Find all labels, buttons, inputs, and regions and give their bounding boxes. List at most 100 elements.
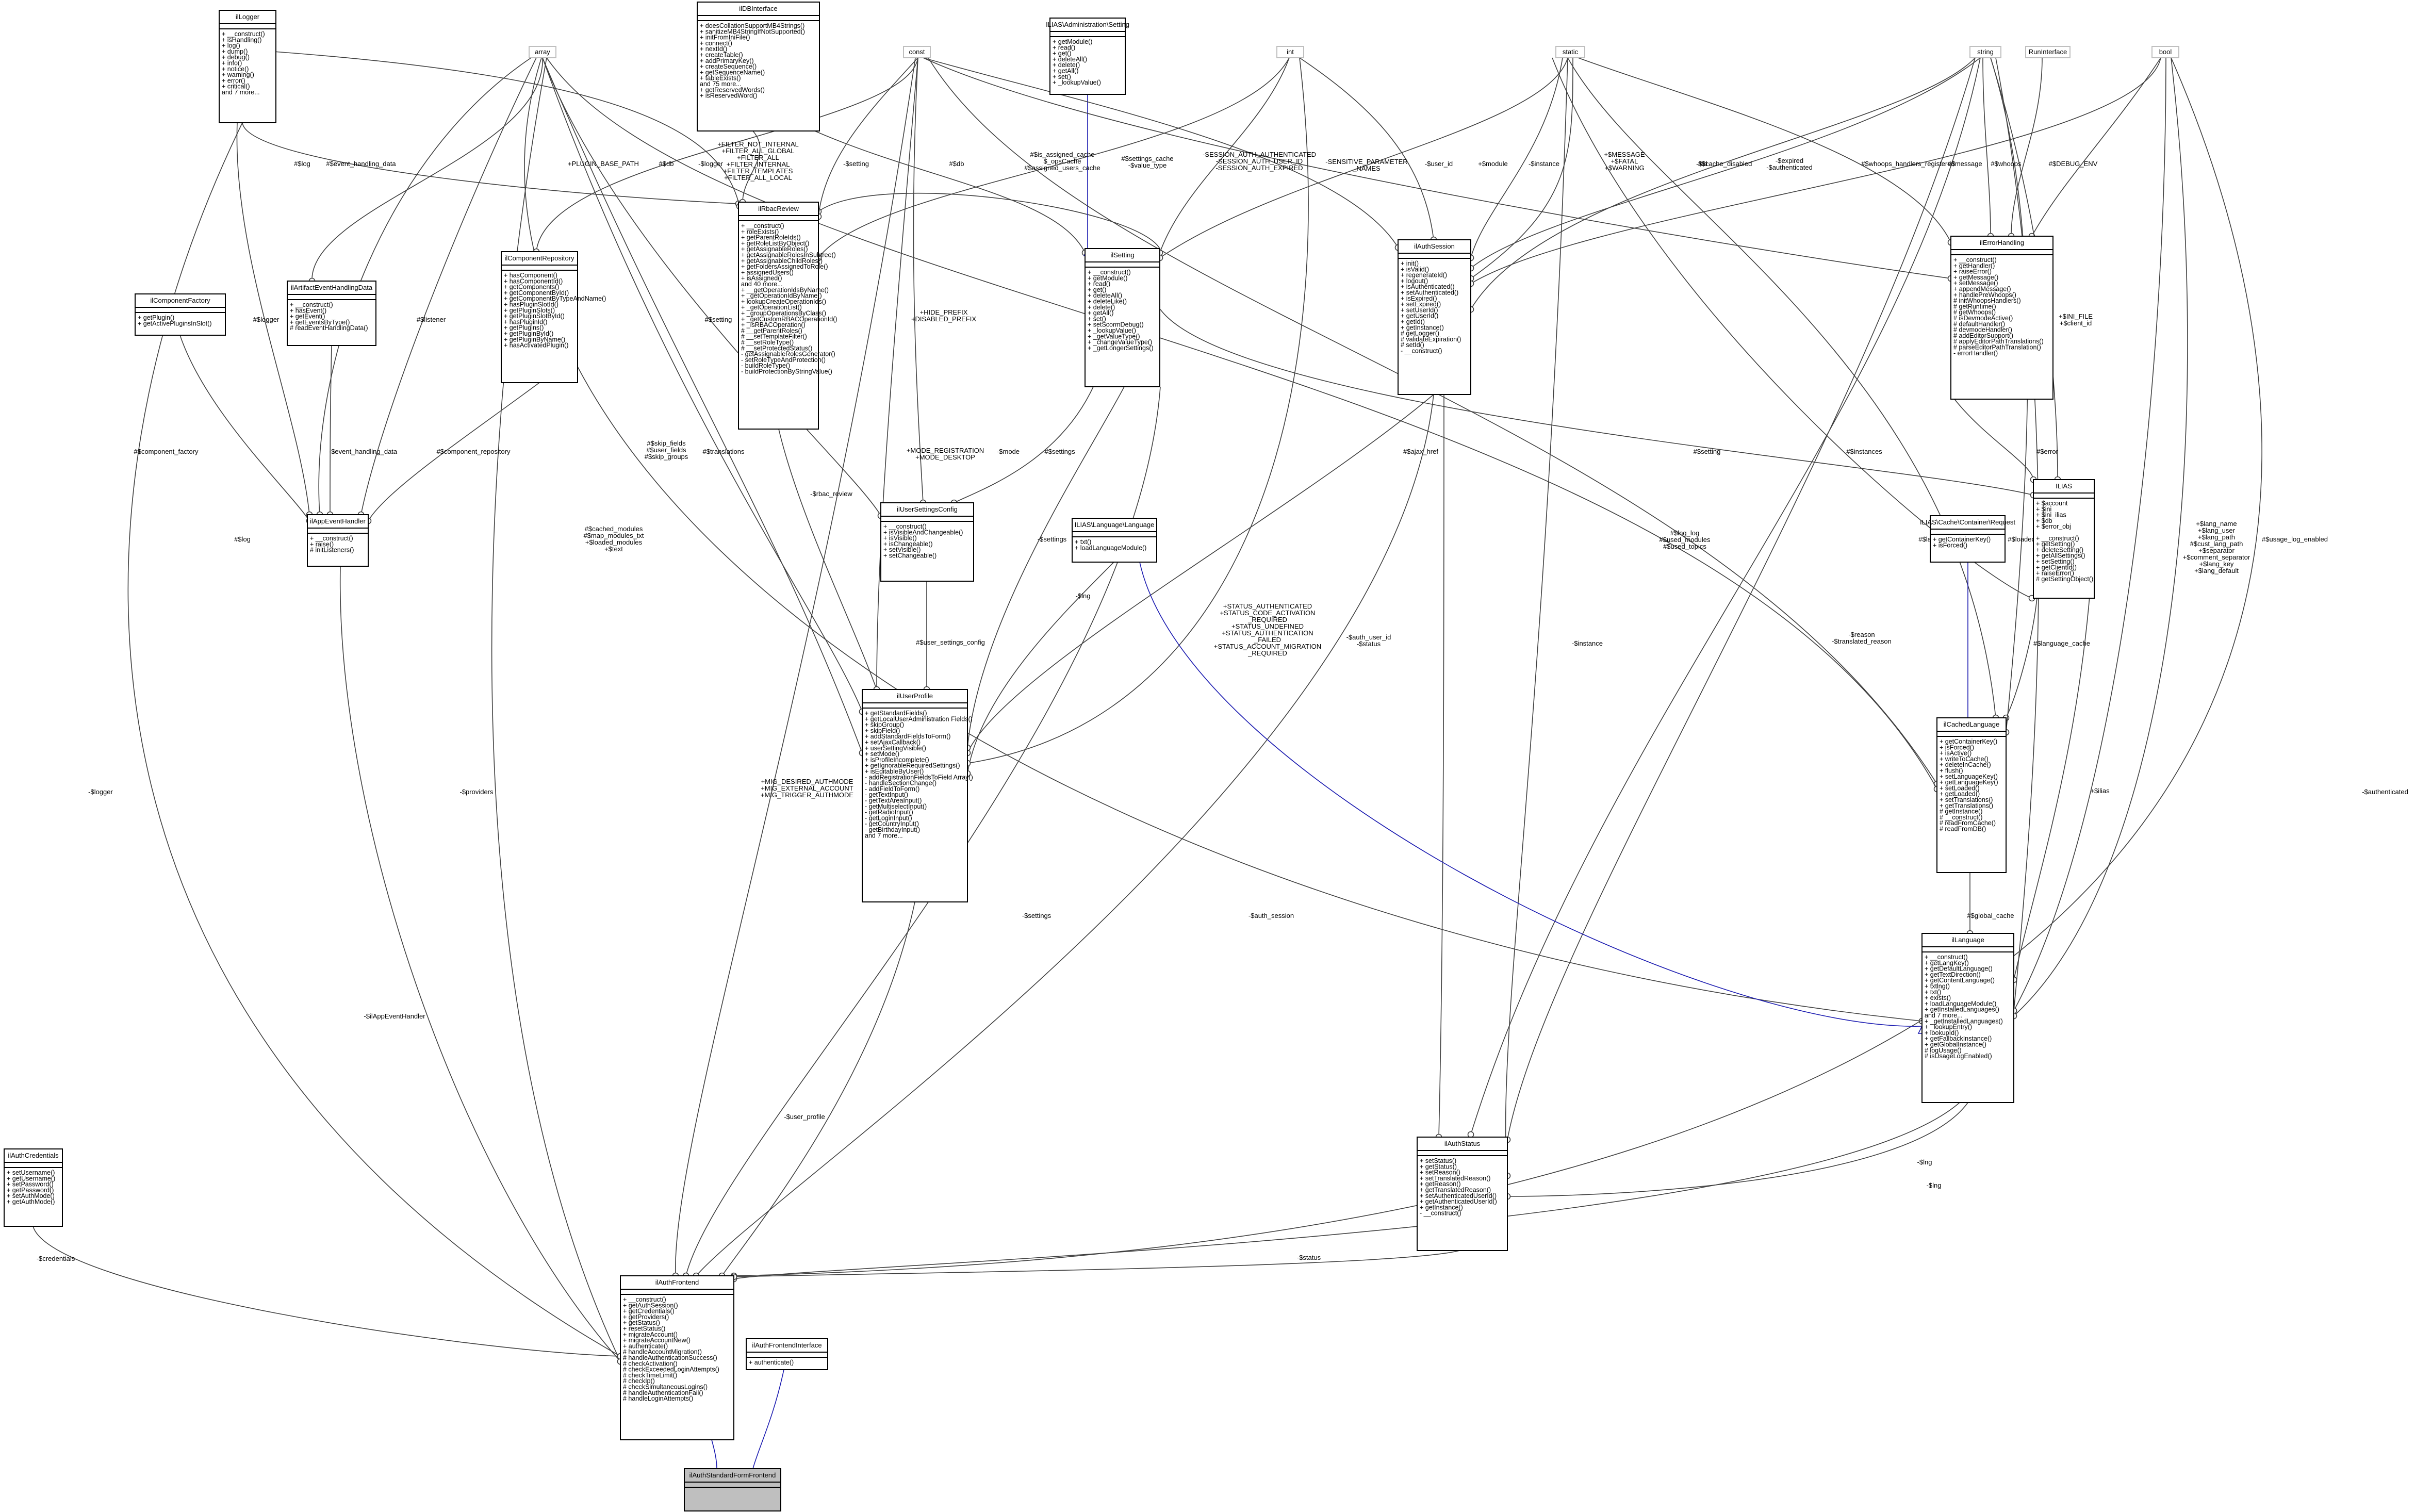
association-edge <box>318 57 532 515</box>
edge-label-log2: #$log <box>234 535 251 543</box>
class-member: # handleAuthenticationFail() <box>623 1389 703 1396</box>
class-ilauthstatus[interactable]: ilAuthStatus+ setStatus()+ getStatus()+ … <box>1417 1137 1508 1251</box>
class-ilcomponentrepository[interactable]: ilComponentRepository + hasComponent() + h… <box>501 251 606 383</box>
class-name: ilComponentRepository <box>504 254 574 262</box>
class-member: + setUserId() <box>1401 306 1438 314</box>
class-ilcomponentfactory[interactable]: ilComponentFactory+ getPlugin()+ getActi… <box>135 293 226 336</box>
class-member: + flush() <box>1940 767 1963 775</box>
class-member: - getBirthdayInput() <box>865 826 920 833</box>
class-member: # getSettingObject() <box>2036 576 2093 583</box>
class-member: - errorHandler() <box>1953 350 1998 357</box>
class-iluserprofile[interactable]: ilUserProfile+ getStandardFields()+ getL… <box>862 689 973 902</box>
class-member: # getLogger() <box>1401 330 1439 337</box>
class-member: + __construct() <box>290 301 333 308</box>
type-int[interactable]: int <box>1276 46 1304 58</box>
edge-label-instance1: -$instance <box>1529 160 1559 168</box>
class-member: + getFoldersAssignedToRole() <box>741 263 828 270</box>
class-ilcachedlanguage[interactable]: ilCachedLanguage+ getContainerKey()+ isF… <box>1936 717 2007 873</box>
class-ilauthfrontendinterface[interactable]: ilAuthFrontendInterface+ authenticate() <box>746 1338 828 1370</box>
class-member: + addStandardFieldsToForm() <box>865 733 950 740</box>
type-runinterface[interactable]: RunInterface <box>2025 46 2071 58</box>
class-ilias[interactable]: ILIAS+ $account+ $ini+ $ini_ilias+ $db+ … <box>2033 479 2095 599</box>
class-illanguageiface[interactable]: ILIAS\Language\Language+ txt()+ loadLang… <box>1072 518 1157 563</box>
class-illogger[interactable]: ilLogger+ __construct()+ isHandling()+ l… <box>219 10 276 123</box>
class-member: # handleAccountMigration() <box>623 1349 702 1356</box>
class-member: + hasActivatedPlugin() <box>504 342 568 349</box>
class-ilrbacreview[interactable]: ilRbacReview+ __construct()+ roleExists(… <box>738 202 837 430</box>
edge-label-event-handling-data: #$event_handling_data <box>326 160 396 168</box>
class-ilusersettingsconfig[interactable]: ilUserSettingsConfig+ __construct()+ isV… <box>880 502 974 582</box>
class-member: # isDevmodeActive() <box>1953 315 2013 322</box>
edge-label-db1: #$db <box>659 160 674 168</box>
class-member: + getProviders() <box>623 1313 669 1321</box>
type-static[interactable]: static <box>1555 46 1585 58</box>
class-illanguage[interactable]: ilLanguage+ __construct()+ getLangKey()+… <box>1921 933 2014 1103</box>
class-member: # isUsageLogEnabled() <box>1925 1053 1992 1060</box>
type-name: bool <box>2159 48 2172 56</box>
class-member: + authenticate() <box>623 1342 668 1350</box>
edge-label-user-settings-config: #$user_settings_config <box>916 638 985 646</box>
class-member: + hasComponent() <box>504 272 557 279</box>
edge-label-authenticated: -$authenticated <box>2362 788 2408 796</box>
class-ilauthfrontend[interactable]: ilAuthFrontend+ __construct()+ getAuthSe… <box>620 1275 734 1440</box>
class-member: - getLoginInput() <box>865 814 912 821</box>
edge-label-logger1: -$logger <box>698 160 723 168</box>
class-name: ilUserProfile <box>897 692 933 700</box>
edge-label-logger3: -$logger <box>88 788 113 796</box>
class-member: + getReason() <box>1420 1180 1461 1188</box>
class-member: # handleLoginAttempts() <box>623 1395 693 1402</box>
class-member: + setAuthenticatedUserId() <box>1420 1192 1497 1199</box>
class-ilsetting[interactable]: ilSetting+ __construct()+ getModule()+ r… <box>1085 248 1160 387</box>
class-member: + hasPluginSlotId() <box>504 301 558 308</box>
class-member: + getAuthMode() <box>7 1198 55 1206</box>
edge-label-settings1: #$settings <box>1044 448 1075 455</box>
edge-label-settings2: -$settings <box>1038 535 1067 543</box>
class-member: + deleteSetting() <box>2036 546 2083 553</box>
class-member: - buildProtectionByStringValue() <box>741 368 832 375</box>
class-member: + getInstalledLanguages() <box>1925 1006 1999 1013</box>
class-ilartifacteventhandlingdata[interactable]: ilArtifactEventHandlingData+ __construct… <box>287 281 376 346</box>
type-name: string <box>1977 48 1994 56</box>
class-name: ilAuthSession <box>1414 242 1455 250</box>
class-member: + getUserId() <box>1401 313 1438 320</box>
class-member: + lookupId() <box>1925 1029 1959 1037</box>
class-member: + isForced() <box>1940 744 1974 751</box>
class-member: + setVisible() <box>883 546 921 553</box>
class-member: + isChangeable() <box>883 540 933 548</box>
class-member: # __construct() <box>1940 814 1982 821</box>
class-ildbinterface[interactable]: ilDBInterface+ doesCollationSupportMB4St… <box>697 2 820 132</box>
type-bool[interactable]: bool <box>2151 46 2179 58</box>
class-ilappeventhandler[interactable]: ilAppEventHandler+ __construct()+ raise(… <box>307 514 369 567</box>
class-member: + delete() <box>1053 61 1080 69</box>
edge-label-skip-fields: #$skip_fields#$user_fields#$skip_groups <box>645 439 688 461</box>
class-name: ilRbacReview <box>758 205 799 212</box>
class-member: + $ini_ilias <box>2036 512 2066 519</box>
edge-label-user-id: -$user_id <box>1425 160 1453 168</box>
class-member: + __construct() <box>222 30 265 38</box>
edge-label-whoops: #$whoops_handlers_registered <box>1861 160 1954 168</box>
association-edge <box>1982 57 1991 237</box>
class-ilsetting-adm[interactable]: ILIAS\Administration\Setting+ getModule(… <box>1046 18 1129 95</box>
class-member: # checkActivation() <box>623 1360 678 1367</box>
class-member: + $db <box>2036 517 2052 524</box>
class-member: + _getLongerSettings() <box>1088 344 1154 352</box>
edge-label-providers: -$providers <box>459 788 494 796</box>
type-string[interactable]: string <box>1969 46 2001 58</box>
class-member: + getStandardFields() <box>865 710 927 717</box>
class-member: + isReservedWord() <box>700 92 757 100</box>
class-ilerrorhandling[interactable]: ilErrorHandling+ __construct()+ getHandl… <box>1950 236 2053 400</box>
class-member: + __construct() <box>623 1296 666 1303</box>
class-member: + getFallbackInstance() <box>1925 1035 1992 1042</box>
class-member: + loadLanguageModule() <box>1925 1000 1996 1007</box>
type-array[interactable]: array <box>529 46 556 58</box>
type-const[interactable]: const <box>903 46 931 58</box>
edge-label-lng2: -$lng <box>1917 1158 1932 1166</box>
class-member: + setAuthenticated() <box>1401 289 1458 297</box>
class-ilauthcredentials[interactable]: ilAuthCredentials+ setUsername()+ getUse… <box>4 1148 63 1227</box>
edge-label-language-cache: #$language_cache <box>2033 639 2090 647</box>
edge-label-logger2: #$logger <box>253 316 280 323</box>
association-edge <box>1159 57 1290 253</box>
class-ilauthsession[interactable]: ilAuthSession+ init()+ isValid()+ regene… <box>1398 239 1471 395</box>
class-ilauthstandardformfrontend[interactable]: ilAuthStandardFormFrontend <box>684 1468 781 1511</box>
class-ilcacherequest[interactable]: ILIAS\Cache\Container\Request+ getContai… <box>1920 515 2015 563</box>
